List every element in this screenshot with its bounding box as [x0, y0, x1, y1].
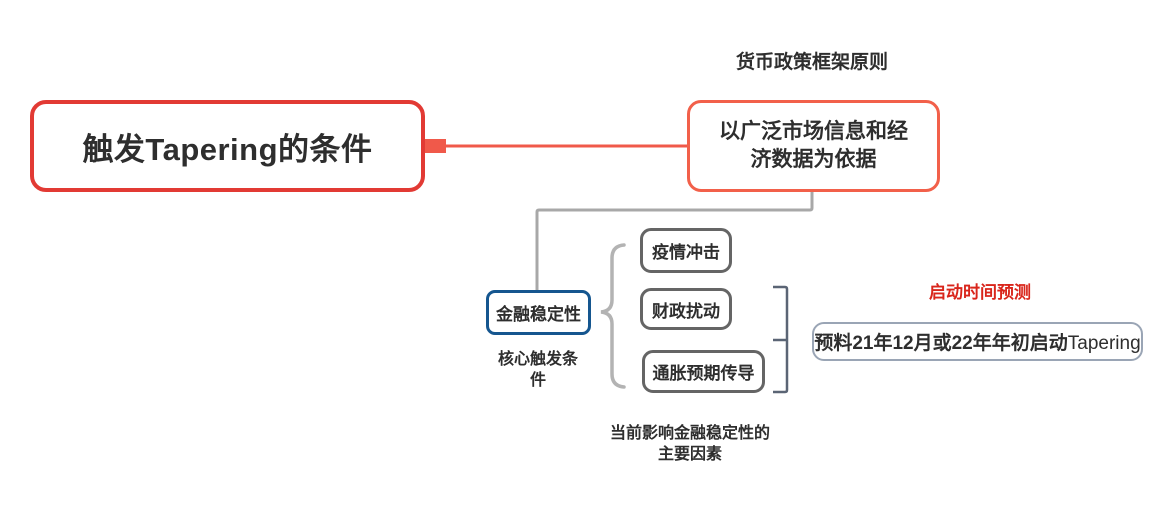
connector-framework-to-stability [535, 192, 814, 291]
node-timing-prediction[interactable]: 预料21年12月或22年年初启动Tapering [812, 322, 1143, 361]
node-root-topic[interactable]: 触发Tapering的条件 [30, 100, 425, 192]
factors-caption-label: 当前影响金融稳定性的主要因素 [610, 425, 771, 464]
factor-pandemic-label: 疫情冲击 [652, 243, 720, 262]
root-branch-nub [425, 139, 446, 153]
financial-stability-label: 金融稳定性 [496, 305, 581, 324]
timing-prediction-label-cn: 预料21年12月或22年年初启动 [814, 333, 1068, 354]
node-financial-stability[interactable]: 金融稳定性 [486, 290, 591, 335]
framework-floating-label: 货币政策框架原则 [735, 52, 888, 73]
node-factor-inflation[interactable]: 通胀预期传导 [642, 350, 765, 393]
node-framework-principle[interactable]: 以广泛市场信息和经济数据为依据 [687, 100, 940, 192]
factor-inflation-label: 通胀预期传导 [652, 364, 755, 383]
stability-caption-label: 核心触发条件 [498, 351, 579, 390]
factor-fiscal-label: 财政扰动 [652, 301, 720, 321]
framework-principle-label: 以广泛市场信息和经济数据为依据 [719, 119, 908, 171]
prediction-floating-label: 启动时间预测 [929, 283, 1031, 302]
node-factor-pandemic[interactable]: 疫情冲击 [640, 228, 732, 273]
brace-factor-group [600, 243, 626, 389]
root-topic-label: 触发Tapering的条件 [82, 131, 373, 167]
timing-prediction-label: 预料21年12月或22年年初启动Tapering [814, 328, 1140, 355]
node-factor-fiscal[interactable]: 财政扰动 [640, 288, 732, 330]
timing-prediction-label-en: Tapering [1067, 333, 1141, 354]
summary-bracket [773, 285, 789, 394]
